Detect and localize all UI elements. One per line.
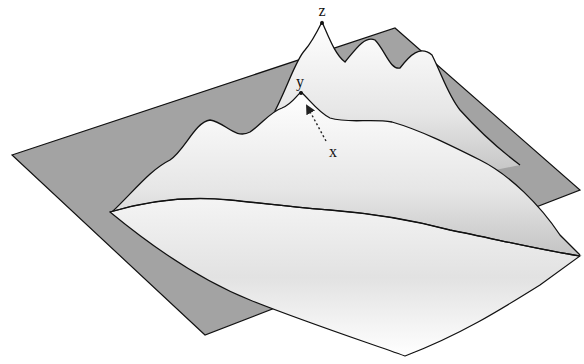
point-label: y — [296, 74, 304, 90]
point-label: x — [329, 144, 337, 160]
peak-point — [320, 21, 324, 25]
front-slope — [110, 199, 580, 357]
ridge-line — [110, 199, 580, 257]
move-arrow — [307, 106, 326, 141]
local-peak-point — [299, 91, 303, 95]
point-label: z — [318, 3, 325, 19]
